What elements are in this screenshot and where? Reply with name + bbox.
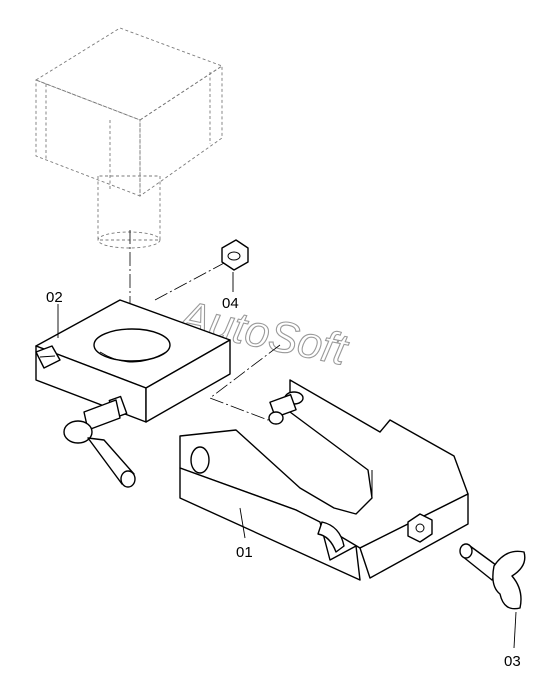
leader-03 xyxy=(513,611,517,649)
nut-centerline xyxy=(154,261,227,301)
part-03-wing-bolt xyxy=(459,543,526,610)
leader-01 xyxy=(239,507,246,539)
reference-block-ghost xyxy=(34,27,223,249)
callout-label-04: 04 xyxy=(222,295,239,312)
callout-label-01: 01 xyxy=(236,544,253,561)
callout-label-02: 02 xyxy=(46,289,63,306)
part-04-nut xyxy=(221,239,249,271)
part-01-bracket xyxy=(179,379,469,581)
clamp-lever-handle xyxy=(63,395,136,488)
callout-label-03: 03 xyxy=(504,653,521,670)
